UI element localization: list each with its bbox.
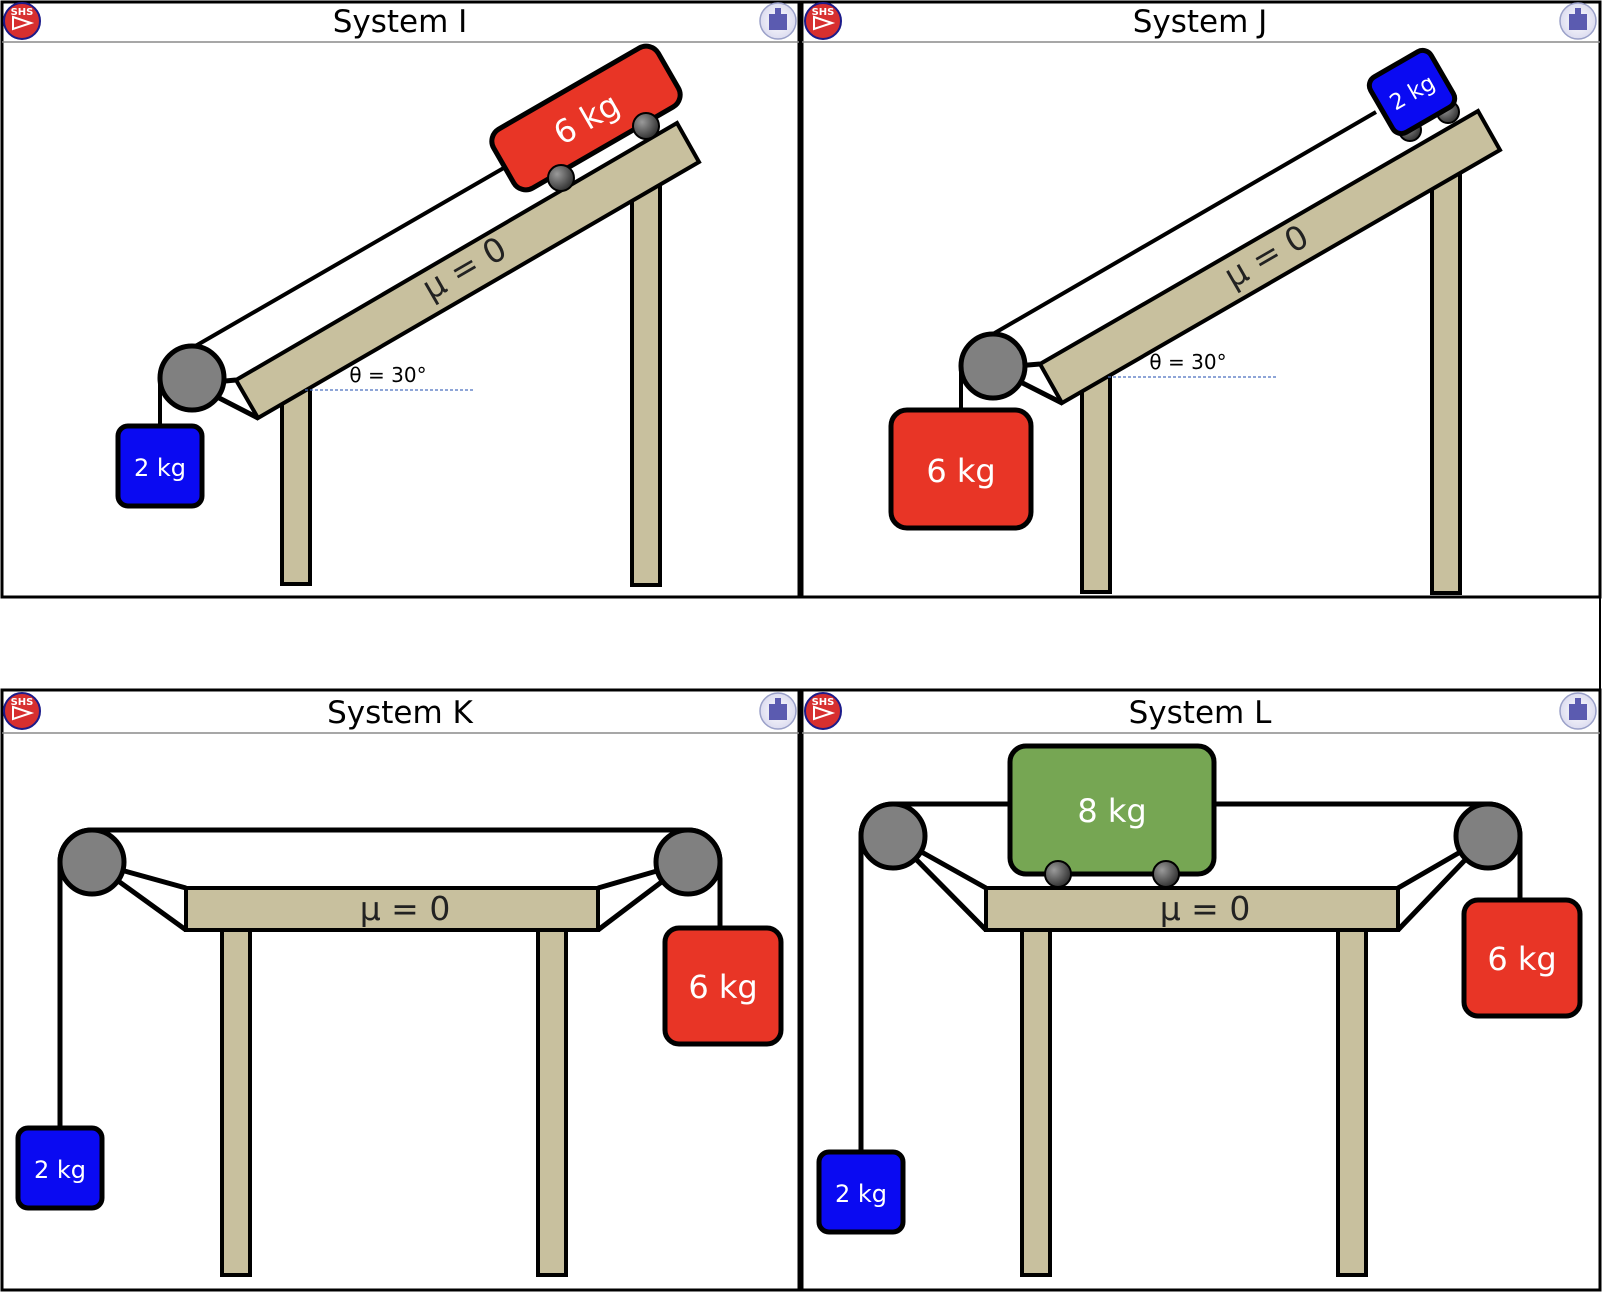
hanging-mass-label: 2 kg xyxy=(134,454,186,482)
pulley xyxy=(157,343,227,413)
panel-system-k: System K SHS μ = 0 2 kg xyxy=(0,688,801,1292)
friction-label: μ = 0 xyxy=(360,889,451,928)
pulley xyxy=(1453,801,1523,871)
left-mass-label: 2 kg xyxy=(34,1156,86,1184)
incline-table: μ = 0 θ = 30° xyxy=(991,108,1503,595)
shs-science-logo-icon: SHS xyxy=(804,2,842,40)
table-leg xyxy=(280,382,312,586)
block-wheel xyxy=(547,164,575,192)
svg-text:SHS: SHS xyxy=(11,697,34,708)
incline-plank xyxy=(1037,108,1503,406)
right-hanging-mass-block: 6 kg xyxy=(1461,897,1583,1019)
left-hanging-mass-block: 2 kg xyxy=(816,1149,906,1235)
hanging-mass-label: 6 kg xyxy=(926,452,995,490)
panel-title: System I xyxy=(333,4,468,40)
table-mass-block: 8 kg xyxy=(1007,743,1217,877)
table-leg xyxy=(1080,370,1112,594)
svg-text:SHS: SHS xyxy=(812,7,835,18)
right-hanging-mass-block: 6 kg xyxy=(662,925,784,1047)
school-crest-icon xyxy=(759,692,797,730)
svg-text:SHS: SHS xyxy=(812,697,835,708)
hanging-mass-block: 6 kg xyxy=(888,407,1034,531)
pulley xyxy=(958,331,1028,401)
table-top xyxy=(984,886,1400,932)
block-wheel xyxy=(632,112,660,140)
school-crest-icon xyxy=(759,2,797,40)
pulley xyxy=(653,827,723,897)
shs-science-logo-icon: SHS xyxy=(804,692,842,730)
pulley xyxy=(57,827,127,897)
friction-label: μ = 0 xyxy=(1160,889,1251,928)
panel-system-i: System I SHS μ = 0 θ = 30° xyxy=(0,0,801,599)
table-leg xyxy=(536,928,568,1277)
panel-title: System J xyxy=(1133,4,1268,40)
angle-label: θ = 30° xyxy=(1149,350,1226,374)
panel-system-j: System J SHS μ = 0 θ = 30° xyxy=(800,0,1602,599)
left-hanging-mass-block: 2 kg xyxy=(15,1125,105,1211)
right-mass-label: 6 kg xyxy=(688,968,757,1006)
right-mass-label: 6 kg xyxy=(1487,940,1556,978)
pulley xyxy=(858,801,928,871)
angle-label: θ = 30° xyxy=(349,363,426,387)
rope xyxy=(991,110,1378,336)
rope xyxy=(190,160,516,350)
panel-system-l: System L SHS μ = 0 8 kg xyxy=(800,688,1602,1292)
table-leg xyxy=(220,928,252,1277)
table-mass-label: 8 kg xyxy=(1077,792,1146,830)
table-mass-block: 2 kg xyxy=(1366,47,1458,137)
table-leg xyxy=(1430,163,1462,595)
table-leg xyxy=(630,173,662,587)
shs-science-logo-icon: SHS xyxy=(3,692,41,730)
panel-title: System K xyxy=(327,695,473,731)
table-top xyxy=(184,886,600,932)
left-mass-label: 2 kg xyxy=(835,1180,887,1208)
school-crest-icon xyxy=(1559,2,1597,40)
shs-science-logo-icon: SHS xyxy=(3,2,41,40)
table-mass-block: 6 kg xyxy=(489,43,683,193)
table-leg xyxy=(1336,928,1368,1277)
hanging-mass-block: 2 kg xyxy=(115,423,205,509)
svg-text:SHS: SHS xyxy=(11,7,34,18)
block-wheel xyxy=(1044,860,1072,888)
incline-plank xyxy=(233,120,702,421)
school-crest-icon xyxy=(1559,692,1597,730)
block-wheel xyxy=(1152,860,1180,888)
panel-title: System L xyxy=(1129,695,1272,731)
table-leg xyxy=(1020,928,1052,1277)
